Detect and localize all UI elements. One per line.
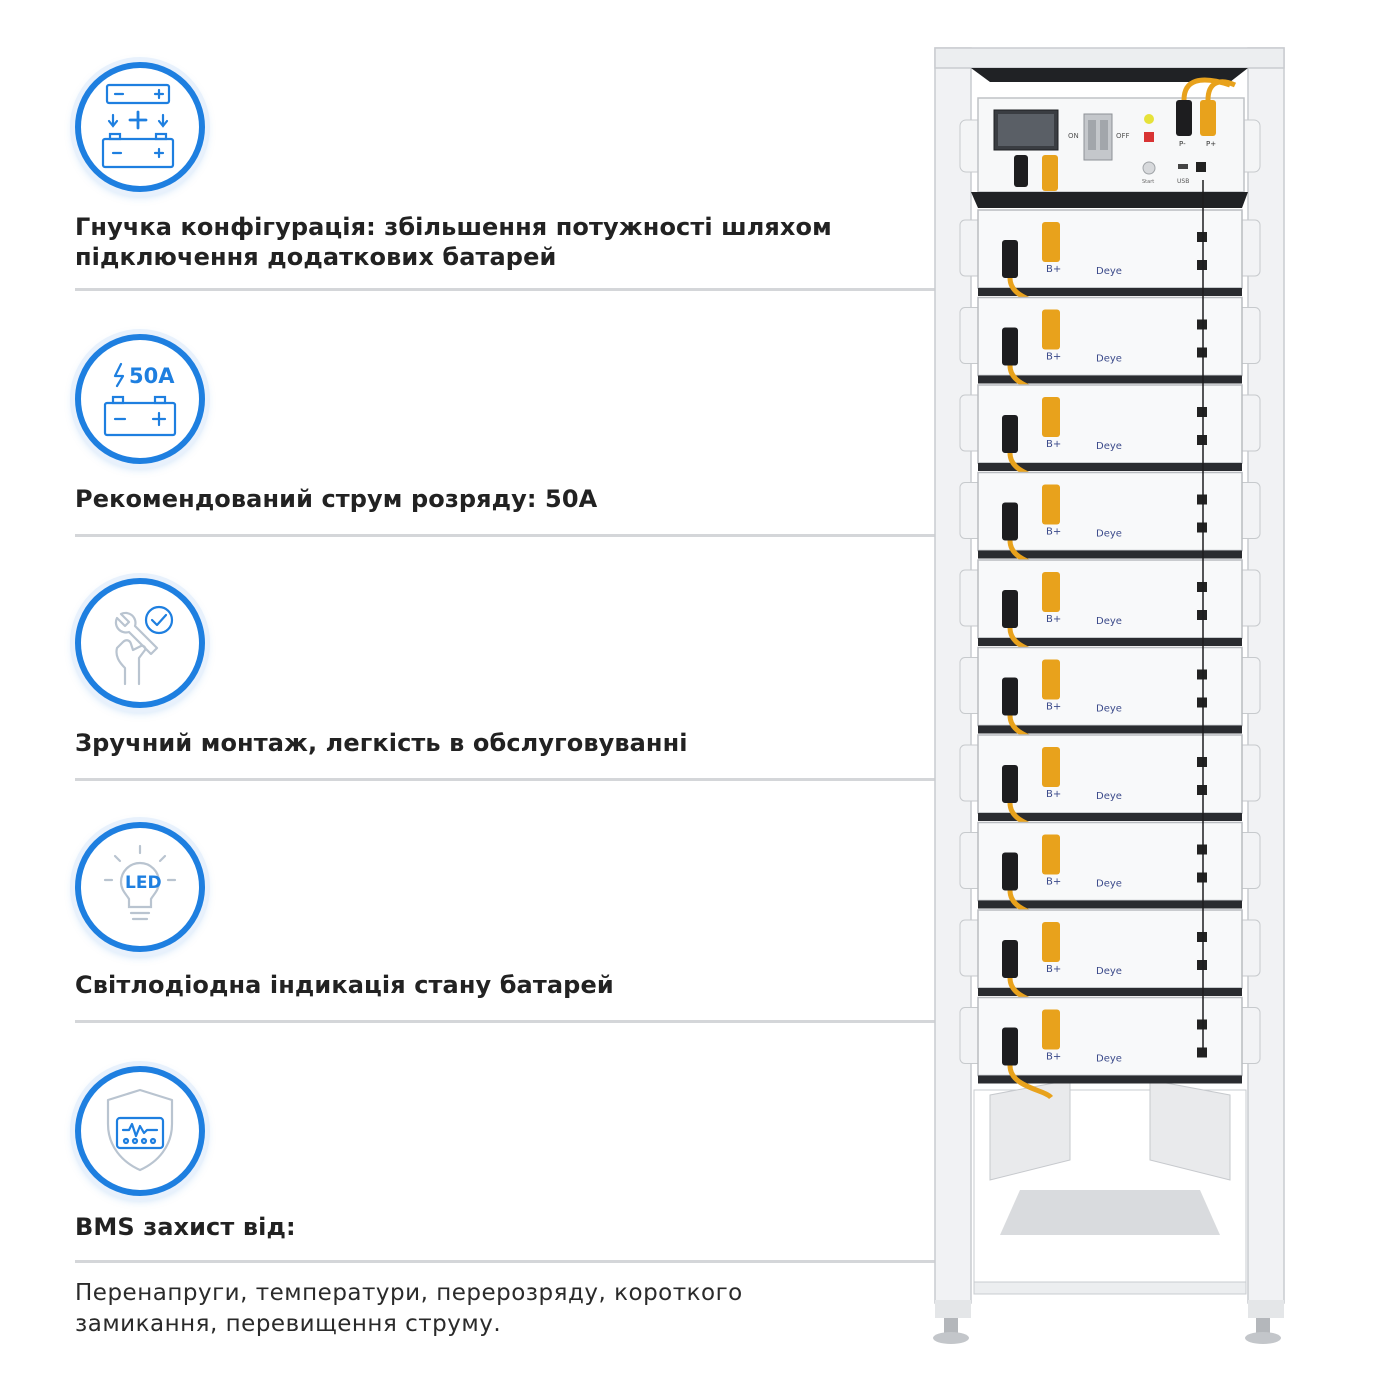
battery-module: B+ Deye	[959, 559, 1261, 662]
module-terminal-label: B+	[1046, 352, 1061, 363]
battery-module: B+ Deye	[959, 909, 1261, 1012]
module-terminal-label: B+	[1046, 264, 1061, 275]
battery-module: B+ Deye	[959, 821, 1261, 925]
divider	[75, 778, 935, 781]
module-brand-label: Deye	[1096, 529, 1122, 540]
module-brand-label: Deye	[1096, 879, 1122, 890]
feature-title-installation: Зручний монтаж, легкість в обслуговуванн…	[75, 729, 688, 757]
battery-module: B+ Deye	[959, 384, 1261, 487]
module-brand-label: Deye	[1096, 441, 1122, 452]
wrench-hand-check-icon	[75, 578, 205, 708]
battery-parallel-icon	[75, 62, 205, 192]
svg-text:USB: USB	[1177, 178, 1189, 185]
bms-shield-icon	[75, 1066, 205, 1196]
divider	[75, 288, 935, 291]
bms-description: Перенапруги, температури, перерозряду, к…	[75, 1280, 743, 1337]
module-brand-label: Deye	[1096, 266, 1122, 277]
module-terminal-label: B+	[1046, 702, 1061, 713]
module-terminal-label: B+	[1046, 1052, 1061, 1063]
battery-current-icon: 50A	[75, 334, 205, 464]
battery-module: B+ Deye	[959, 296, 1261, 400]
feature-title-led-indication: Світлодіодна індикація стану батарей	[75, 971, 614, 999]
svg-text:LED: LED	[125, 873, 162, 893]
svg-text:OFF: OFF	[1116, 132, 1130, 140]
module-brand-label: Deye	[1096, 791, 1122, 802]
module-terminal-label: B+	[1046, 527, 1061, 538]
battery-module: B+ Deye	[959, 209, 1261, 312]
module-brand-label: Deye	[1096, 354, 1122, 365]
feature-title-bms-protection: BMS захист від:	[75, 1213, 296, 1241]
battery-module: B+ Deye	[959, 646, 1261, 750]
svg-text:Start: Start	[1142, 179, 1154, 185]
feature-title-configuration: Гнучка конфігурація: збільшення потужнос…	[75, 213, 832, 271]
module-terminal-label: B+	[1046, 964, 1061, 975]
divider	[75, 1260, 935, 1263]
module-brand-label: Deye	[1096, 966, 1122, 977]
feature-title-discharge-current: Рекомендований струм розряду: 50А	[75, 485, 598, 513]
svg-text:P-: P-	[1179, 140, 1186, 148]
battery-modules: B+DeyeB+DeyeB+DeyeB+DeyeB+DeyeB+DeyeB+De…	[959, 209, 1261, 1100]
module-brand-label: Deye	[1096, 704, 1122, 715]
module-terminal-label: B+	[1046, 877, 1061, 888]
divider	[75, 534, 935, 537]
feature-list: Гнучка конфігурація: збільшення потужнос…	[75, 62, 935, 1337]
led-bulb-icon: LED	[75, 822, 205, 952]
divider	[75, 1020, 935, 1023]
module-terminal-label: B+	[1046, 439, 1061, 450]
battery-module: B+ Deye	[959, 734, 1261, 837]
module-terminal-label: B+	[1046, 614, 1061, 625]
battery-rack-image: ON OFF Start USB P- P+ B+DeyeB+DeyeB+Dey…	[933, 47, 1285, 1344]
svg-text:P+: P+	[1206, 140, 1216, 148]
battery-module: B+ Deye	[959, 996, 1261, 1100]
svg-text:ON: ON	[1068, 132, 1079, 140]
module-brand-label: Deye	[1096, 1054, 1122, 1065]
svg-text:50A: 50A	[129, 364, 175, 388]
module-terminal-label: B+	[1046, 789, 1061, 800]
controller-unit: ON OFF Start USB P- P+	[959, 77, 1261, 208]
battery-module: B+ Deye	[959, 471, 1261, 575]
module-brand-label: Deye	[1096, 616, 1122, 627]
